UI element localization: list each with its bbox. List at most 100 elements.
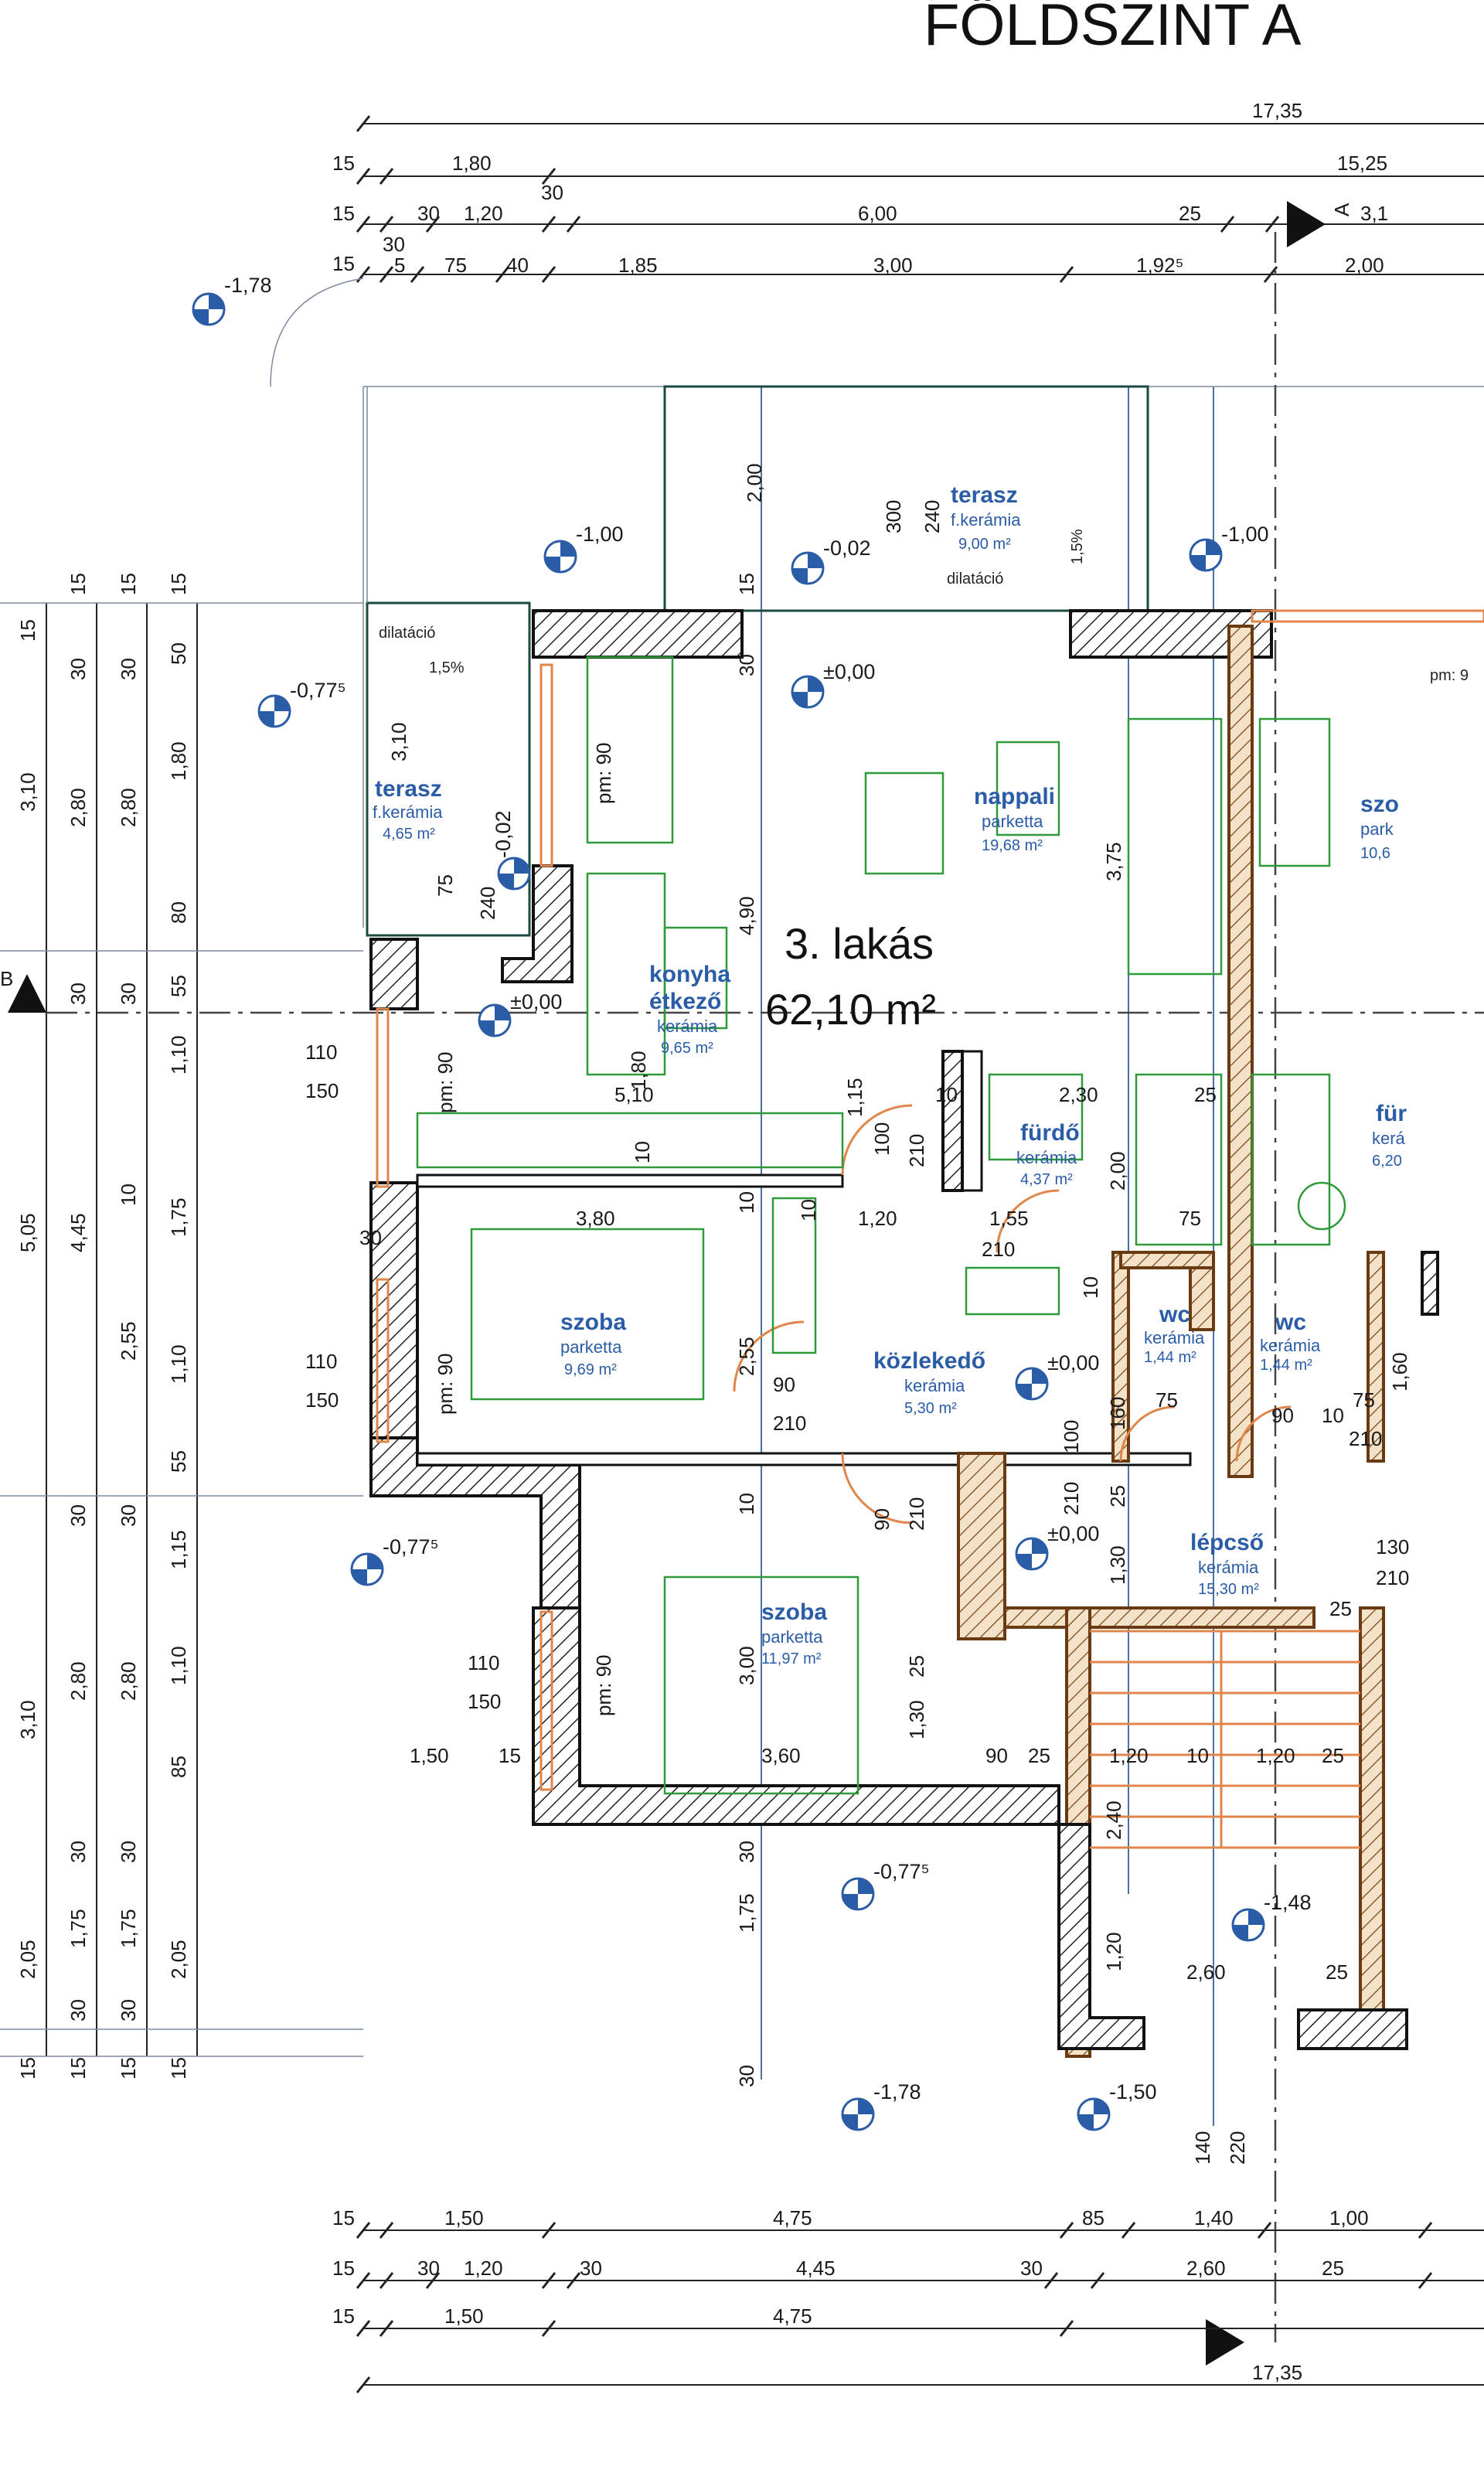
top-dim: 25 [1179, 202, 1201, 225]
svg-text:300: 300 [882, 500, 905, 533]
svg-text:110: 110 [468, 1651, 499, 1674]
svg-text:nappali: nappali [974, 784, 1055, 809]
furniture [416, 656, 1346, 1795]
svg-text:étkező: étkező [649, 989, 721, 1014]
left-dim: 15 [66, 2057, 90, 2080]
level-label: ±0,00 [823, 660, 875, 683]
svg-text:parketta: parketta [982, 812, 1043, 831]
svg-text:1,15: 1,15 [843, 1078, 866, 1117]
terrace-outlines [270, 278, 1149, 937]
bottom-dim: 15 [332, 2304, 355, 2328]
svg-text:kerámia: kerámia [1144, 1328, 1205, 1347]
section-marker-a-top [1287, 201, 1326, 247]
svg-text:2,00: 2,00 [743, 463, 766, 502]
dilatacio-label: dilatáció [947, 571, 1003, 588]
top-dim: 15 [332, 252, 355, 275]
bottom-dim: 25 [1322, 2257, 1344, 2280]
svg-text:1,30: 1,30 [1106, 1545, 1129, 1585]
svg-text:kerámia: kerámia [1198, 1558, 1259, 1577]
left-dim: 30 [66, 1841, 90, 1863]
bottom-dim: 30 [417, 2257, 440, 2280]
left-dim: 1,75 [167, 1197, 190, 1237]
svg-text:150: 150 [305, 1388, 339, 1412]
left-dim: 1,15 [167, 1530, 190, 1569]
level-markers [192, 292, 1265, 2131]
svg-text:160: 160 [1106, 1397, 1129, 1430]
svg-text:1,60: 1,60 [1388, 1352, 1411, 1391]
pm-label: pm: 90 [434, 1354, 457, 1415]
left-dim: 85 [167, 1756, 190, 1778]
top-dim: 40 [506, 254, 529, 277]
svg-text:25: 25 [1106, 1485, 1129, 1507]
svg-text:10: 10 [631, 1141, 654, 1163]
level-label: -0,02 [492, 810, 515, 858]
bottom-dim: 15 [332, 2206, 355, 2229]
top-dim: 30 [541, 181, 563, 204]
pm-label: pm: 9 [1430, 667, 1469, 684]
section-marker-a-bottom [1206, 2319, 1244, 2366]
left-dim: 2,05 [16, 1940, 39, 1979]
left-dim: 1,10 [167, 1344, 190, 1384]
svg-text:100: 100 [870, 1122, 893, 1156]
svg-text:szoba: szoba [560, 1310, 626, 1335]
svg-text:30: 30 [735, 654, 758, 676]
level-label: -1,48 [1264, 1891, 1312, 1914]
svg-text:3,80: 3,80 [576, 1207, 615, 1230]
svg-text:15,30 m²: 15,30 m² [1198, 1581, 1259, 1598]
svg-text:25: 25 [1322, 1744, 1344, 1767]
svg-text:10: 10 [735, 1191, 758, 1214]
svg-text:210: 210 [1060, 1482, 1083, 1515]
svg-text:140: 140 [1191, 2131, 1214, 2165]
top-dim: 1,20 [464, 202, 503, 225]
svg-text:1,55: 1,55 [989, 1207, 1029, 1230]
level-label: -0,77⁵ [873, 1860, 930, 1883]
level-label: -1,00 [1221, 523, 1269, 546]
level-marker [543, 540, 577, 574]
left-dim: 2,80 [117, 788, 140, 827]
windows [376, 609, 1484, 1791]
top-dim: 1,92⁵ [1136, 254, 1183, 277]
svg-text:1,44 m²: 1,44 m² [1260, 1357, 1312, 1374]
svg-text:kerámia: kerámia [904, 1376, 965, 1395]
svg-text:kerámia: kerámia [1260, 1336, 1321, 1355]
level-label: -1,50 [1109, 2080, 1157, 2103]
svg-text:2,40: 2,40 [1102, 1800, 1125, 1840]
svg-text:3,60: 3,60 [761, 1744, 801, 1767]
left-dim: 2,80 [66, 788, 90, 827]
svg-text:90: 90 [985, 1744, 1008, 1767]
svg-text:240: 240 [476, 887, 499, 920]
top-dim: 15 [332, 152, 355, 175]
left-dim: 30 [117, 1504, 140, 1527]
level-label: -0,77⁵ [383, 1535, 439, 1558]
svg-text:15: 15 [735, 573, 758, 595]
svg-text:1,80: 1,80 [627, 1051, 650, 1090]
slope-label: 1,5% [429, 659, 465, 676]
level-marker [257, 694, 291, 728]
bottom-dim: 85 [1082, 2206, 1104, 2229]
left-dim: 5,05 [16, 1213, 39, 1252]
left-dim: 15 [117, 573, 140, 595]
svg-text:90: 90 [1271, 1404, 1294, 1427]
svg-text:110: 110 [305, 1041, 337, 1064]
level-marker [1189, 538, 1223, 572]
svg-text:30: 30 [735, 2065, 758, 2087]
svg-text:19,68 m²: 19,68 m² [982, 837, 1043, 854]
left-dim: 3,10 [16, 772, 39, 812]
top-dim-total: 17,35 [1252, 99, 1302, 122]
left-dim: 15 [66, 573, 90, 595]
stair-treads [1090, 1630, 1360, 1849]
pm-label: pm: 90 [592, 1655, 615, 1717]
level-marker [1231, 1908, 1265, 1942]
svg-text:park: park [1360, 819, 1394, 839]
left-dim: 1,80 [167, 741, 190, 781]
level-marker [478, 1003, 512, 1037]
bottom-dim: 30 [580, 2257, 602, 2280]
